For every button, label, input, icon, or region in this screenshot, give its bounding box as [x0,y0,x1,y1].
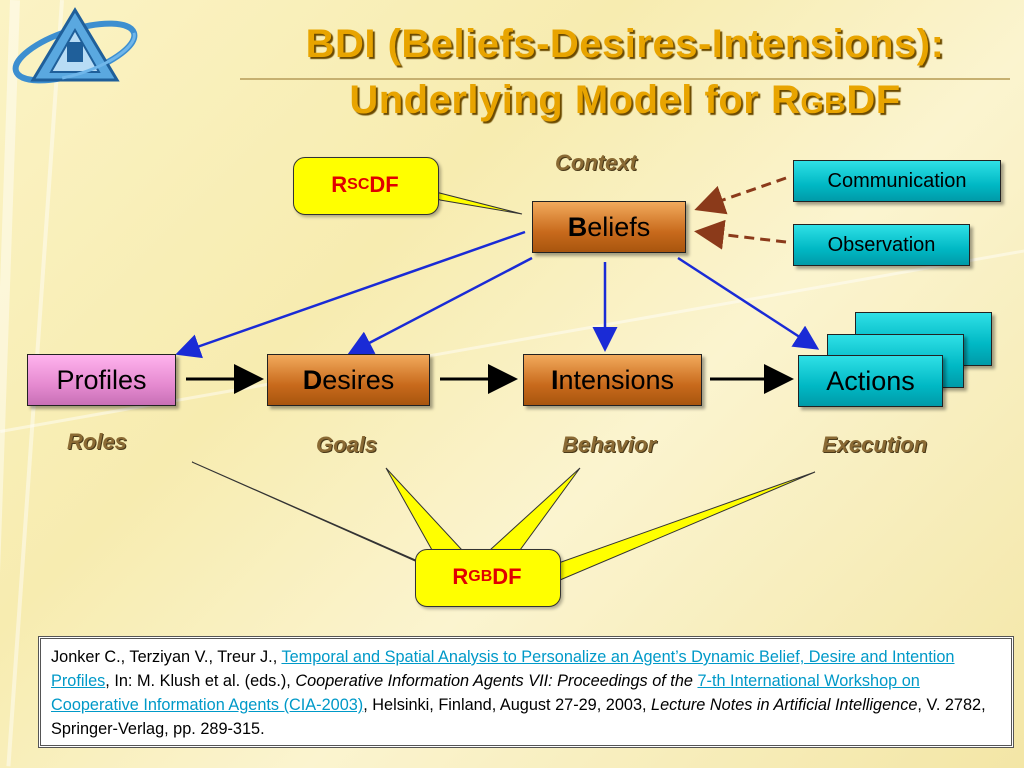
arrow-observation-to-beliefs [694,219,787,250]
rscdf-r: R [331,172,348,197]
title-line-2-main: Underlying Model for R [349,78,801,122]
reference-box: Jonker C., Terziyan V., Treur J., Tempor… [38,636,1014,748]
rgbdf-df: DF [492,564,522,589]
observation-box: Observation [793,224,970,266]
title-line-2: Underlying Model for RGBDF [240,78,1010,123]
profiles-box: Profiles [27,354,176,406]
triangle-ring-logo-icon [12,7,138,84]
rscdf-sc: SC [347,176,370,193]
arrow-beliefs-to-desires [347,256,533,355]
beliefs-initial: B [567,211,588,242]
behavior-label: Behavior [562,432,657,457]
rgbdf-callout [415,549,561,607]
rgbdf-r: R [452,564,469,589]
rscdf-df: DF [369,172,399,197]
context-label: Context [555,150,637,175]
roles-label: Roles [67,429,127,454]
beliefs-rest: eliefs [587,211,651,242]
reference-series-title: Lecture Notes in Artificial Intelligence [651,696,918,714]
execution-label: Execution [822,432,928,457]
arrow-beliefs-to-actions [677,256,820,350]
reference-authors: Jonker C., Terziyan V., Treur J., [51,648,282,666]
arrow-beliefs-to-profiles [175,230,526,359]
rscdf-callout [293,157,439,215]
intensions-rest: ntensions [558,364,675,395]
reference-text-4: , V. 2782, Springer-Verlag, pp. 289-315. [51,696,986,738]
title-divider [240,78,1010,80]
rgbdf-pointer-roles [191,461,441,573]
title-line-2-small-caps: GB [800,87,847,120]
goals-label: Goals [316,432,378,457]
actions-box: Actions [798,355,943,407]
reference-paper-link[interactable]: Temporal and Spatial Analysis to Persona… [51,648,955,690]
reference-text-3: , Helsinki, Finland, August 27-29, 2003, [363,696,652,714]
desires-initial: D [302,364,323,395]
rgbdf-pointer-goals [385,467,464,551]
reference-workshop-link[interactable]: 7-th International Workshop on Cooperati… [51,672,920,714]
title-line-1: BDI (Beliefs-Desires-Intensions): [305,22,945,66]
rgbdf-pointer-behavior [488,467,581,551]
rgbdf-sc: GB [468,568,493,585]
communication-box: Communication [793,160,1001,202]
reference-proceedings-title: Cooperative Information Agents VII: Proc… [295,672,698,690]
reference-text-2: , In: M. Klush et al. (eds.), [105,672,296,690]
title-line-2-end: DF [846,78,901,122]
intensions-initial: I [550,364,559,395]
desires-rest: esires [322,364,395,395]
arrow-communication-to-beliefs [694,176,787,215]
rgbdf-pointer-execution [549,471,816,581]
